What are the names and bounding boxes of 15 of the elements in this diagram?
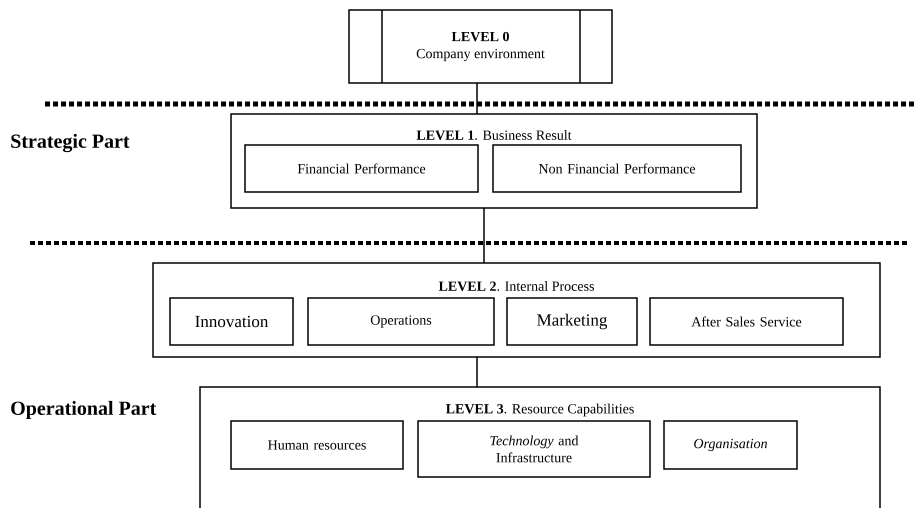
process-box: Operations	[307, 297, 495, 346]
connector-line	[483, 208, 485, 263]
section-label: Operational Part	[11, 400, 156, 420]
section-label: Strategic Part	[11, 134, 130, 152]
process-box: Technology and Infrastructure	[417, 420, 651, 478]
process-box: Innovation	[169, 297, 294, 346]
connector-line	[476, 83, 478, 114]
process-box: Marketing	[506, 297, 638, 346]
process-box: Non Financial Performance	[492, 144, 742, 193]
process-box: Human resources	[230, 420, 404, 470]
process-box: Financial Performance	[244, 144, 479, 193]
process-box: Organisation	[663, 420, 798, 470]
connector-line	[476, 357, 478, 387]
process-box: LEVEL 0 Company environment	[348, 9, 613, 84]
process-box: After Sales Service	[649, 297, 844, 346]
